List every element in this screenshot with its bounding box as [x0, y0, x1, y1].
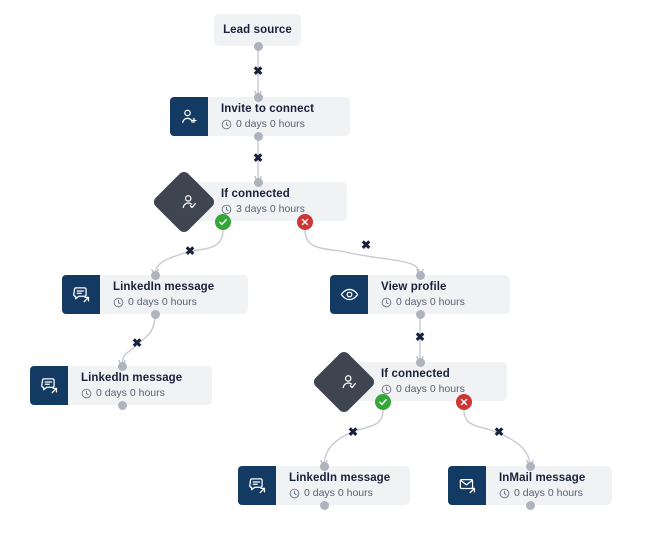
node-linkedin-message-1-title: LinkedIn message [113, 280, 215, 293]
node-linkedin-message-1-body: LinkedIn message 0 days 0 hours [100, 275, 248, 314]
node-linkedin-message-3-title: LinkedIn message [289, 471, 391, 484]
clock-icon [381, 297, 392, 307]
branch-badge-no[interactable] [297, 214, 313, 230]
edge-delete-icon[interactable]: ✖ [131, 336, 143, 350]
edge-delete-icon[interactable]: ✖ [414, 330, 426, 344]
clock-icon [381, 384, 392, 394]
edge-delete-icon[interactable]: ✖ [252, 151, 264, 165]
node-view-profile-body: View profile 0 days 0 hours [368, 275, 510, 314]
port-handle[interactable] [150, 270, 160, 280]
edge-delete-icon[interactable]: ✖ [252, 64, 264, 78]
node-linkedin-message-1-duration: 0 days 0 hours [113, 295, 236, 310]
node-if-connected-2[interactable]: If connected 0 days 0 hours [311, 348, 507, 415]
branch-badge-yes[interactable] [375, 394, 391, 410]
node-lead-source[interactable]: Lead source [214, 14, 301, 46]
node-if-connected-2-body: If connected 0 days 0 hours [368, 362, 507, 401]
chat-send-icon [30, 366, 68, 405]
node-inmail-message-title: InMail message [499, 471, 586, 484]
node-view-profile[interactable]: View profile 0 days 0 hours [330, 275, 510, 314]
clock-icon [81, 388, 92, 398]
node-linkedin-message-2[interactable]: LinkedIn message 0 days 0 hours [30, 366, 212, 405]
node-invite-to-connect-duration-text: 0 days 0 hours [236, 117, 305, 130]
node-linkedin-message-1[interactable]: LinkedIn message 0 days 0 hours [62, 275, 248, 314]
node-view-profile-duration: 0 days 0 hours [381, 295, 498, 310]
mail-send-icon [448, 466, 486, 505]
port-handle[interactable] [117, 400, 127, 410]
clock-icon [289, 488, 300, 498]
node-inmail-message-duration: 0 days 0 hours [499, 486, 600, 501]
clock-icon [113, 297, 124, 307]
eye-icon [330, 275, 368, 314]
port-handle[interactable] [253, 131, 263, 141]
port-handle[interactable] [319, 500, 329, 510]
node-linkedin-message-2-body: LinkedIn message 0 days 0 hours [68, 366, 212, 405]
node-linkedin-message-2-duration-text: 0 days 0 hours [96, 386, 165, 399]
node-if-connected-1-title: If connected [221, 187, 290, 200]
node-linkedin-message-2-title: LinkedIn message [81, 371, 183, 384]
clock-icon [221, 119, 232, 129]
port-handle[interactable] [253, 92, 263, 102]
port-handle[interactable] [150, 309, 160, 319]
branch-badge-no[interactable] [456, 394, 472, 410]
check-icon [379, 399, 387, 406]
edge-delete-icon[interactable]: ✖ [347, 425, 359, 439]
person-check-icon [311, 348, 377, 415]
port-handle[interactable] [415, 357, 425, 367]
node-if-connected-1-duration: 3 days 0 hours [221, 202, 335, 217]
chat-send-icon [62, 275, 100, 314]
node-invite-to-connect[interactable]: Invite to connect 0 days 0 hours [170, 97, 350, 136]
node-linkedin-message-2-duration: 0 days 0 hours [81, 386, 200, 401]
node-if-connected-2-duration-text: 0 days 0 hours [396, 382, 465, 395]
edge-delete-icon[interactable]: ✖ [493, 425, 505, 439]
node-inmail-message[interactable]: InMail message 0 days 0 hours [448, 466, 612, 505]
close-icon [460, 398, 468, 406]
port-handle[interactable] [253, 41, 263, 51]
node-linkedin-message-3[interactable]: LinkedIn message 0 days 0 hours [238, 466, 410, 505]
port-handle[interactable] [117, 361, 127, 371]
node-linkedin-message-1-duration-text: 0 days 0 hours [128, 295, 197, 308]
node-linkedin-message-3-duration: 0 days 0 hours [289, 486, 398, 501]
port-handle[interactable] [525, 500, 535, 510]
person-check-icon [151, 168, 217, 235]
node-inmail-message-body: InMail message 0 days 0 hours [486, 466, 612, 505]
branch-badge-yes[interactable] [215, 214, 231, 230]
edge-delete-icon[interactable]: ✖ [360, 238, 372, 252]
edge-delete-icon[interactable]: ✖ [184, 244, 196, 258]
node-if-connected-1-duration-text: 3 days 0 hours [236, 202, 305, 215]
node-view-profile-duration-text: 0 days 0 hours [396, 295, 465, 308]
clock-icon [499, 488, 510, 498]
node-invite-to-connect-title: Invite to connect [221, 102, 315, 115]
node-if-connected-2-duration: 0 days 0 hours [381, 382, 495, 397]
chat-send-icon [238, 466, 276, 505]
node-view-profile-title: View profile [381, 280, 447, 293]
check-icon [219, 219, 227, 226]
port-handle[interactable] [415, 309, 425, 319]
port-handle[interactable] [525, 461, 535, 471]
close-icon [301, 218, 309, 226]
node-if-connected-1[interactable]: If connected 3 days 0 hours [151, 168, 347, 235]
node-invite-to-connect-body: Invite to connect 0 days 0 hours [208, 97, 350, 136]
node-linkedin-message-3-body: LinkedIn message 0 days 0 hours [276, 466, 410, 505]
node-if-connected-1-body: If connected 3 days 0 hours [208, 182, 347, 221]
node-invite-to-connect-duration: 0 days 0 hours [221, 117, 338, 132]
node-if-connected-2-title: If connected [381, 367, 450, 380]
port-handle[interactable] [319, 461, 329, 471]
person-plus-icon [170, 97, 208, 136]
node-linkedin-message-3-duration-text: 0 days 0 hours [304, 486, 373, 499]
edge-e-cond1-no-view[interactable] [304, 229, 420, 275]
port-handle[interactable] [415, 270, 425, 280]
node-inmail-message-duration-text: 0 days 0 hours [514, 486, 583, 499]
node-lead-source-title: Lead source [223, 23, 292, 36]
port-handle[interactable] [253, 177, 263, 187]
clock-icon [221, 204, 232, 214]
